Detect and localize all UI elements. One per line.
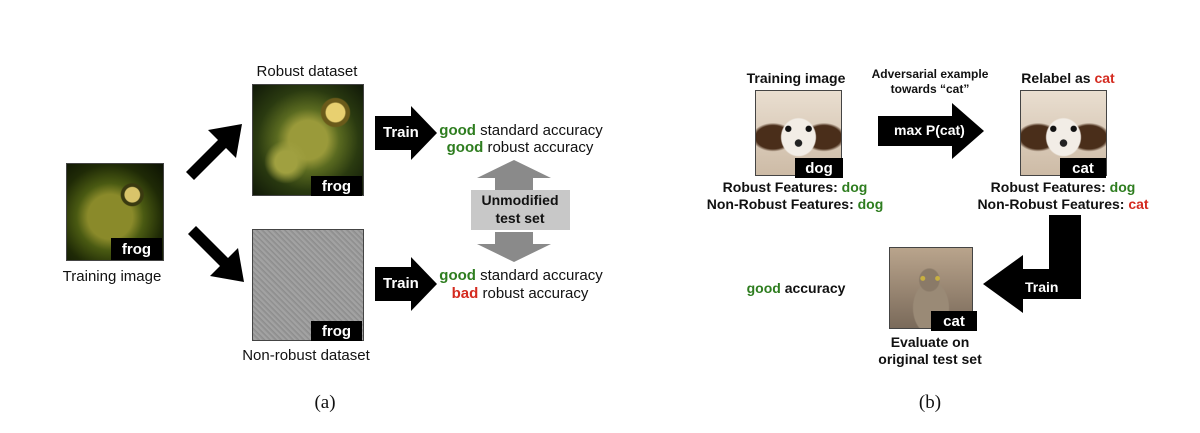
nonrobust-result-robust-text: robust accuracy bbox=[478, 285, 589, 302]
test-set-box bbox=[471, 190, 570, 230]
train-arrow-top-label: Train bbox=[383, 124, 419, 141]
panel-a-caption: (a) bbox=[314, 392, 336, 413]
b-result-accuracy-quality: good bbox=[746, 280, 781, 296]
training-frog-tag: frog bbox=[111, 238, 162, 260]
panel-b-caption: (b) bbox=[918, 392, 942, 413]
nonrobust-dataset-label: Non-robust dataset bbox=[242, 347, 370, 364]
b-left-nonrobust-features-value: dog bbox=[857, 196, 884, 212]
b-left-robust-features-label: Robust Features: bbox=[722, 179, 842, 195]
relabel-label-prefix: Relabel as bbox=[1021, 70, 1095, 86]
b-result-accuracy-text: accuracy bbox=[780, 280, 846, 296]
b-left-nonrobust-features: Non-Robust Features: dog bbox=[707, 196, 884, 212]
robust-frog-tag: frog bbox=[311, 176, 362, 196]
nonrobust-result-robust-quality: bad bbox=[451, 285, 479, 302]
robust-result-robust-text: robust accuracy bbox=[483, 139, 594, 156]
evaluate-label-line1: Evaluate on bbox=[890, 334, 970, 350]
b-right-nonrobust-features-value: cat bbox=[1128, 196, 1149, 212]
b-left-robust-features: Robust Features: dog bbox=[723, 179, 868, 195]
evaluate-label-line2: original test set bbox=[878, 351, 982, 367]
b-right-nonrobust-features-label: Non-Robust Features: bbox=[977, 196, 1129, 212]
b-left-robust-features-value: dog bbox=[841, 179, 868, 195]
nonrobust-frog-tag: frog bbox=[311, 321, 362, 341]
test-cat-tag: cat bbox=[931, 311, 977, 331]
adversarial-arrow bbox=[878, 103, 984, 159]
b-right-robust-features: Robust Features: dog bbox=[991, 179, 1136, 195]
adversarial-arrow-label: max P(cat) bbox=[894, 122, 965, 138]
test-set-down-arrow bbox=[477, 232, 551, 262]
nonrobust-result-standard-text: standard accuracy bbox=[475, 267, 603, 284]
adversarial-label-line1: Adversarial example bbox=[871, 67, 989, 81]
relabel-label: Relabel as cat bbox=[1021, 70, 1114, 86]
arrow-to-robust-dataset bbox=[186, 124, 242, 180]
nonrobust-result-standard: good standard accuracy bbox=[439, 267, 602, 284]
robust-result-standard: good standard accuracy bbox=[439, 122, 602, 139]
b-right-robust-features-value: dog bbox=[1109, 179, 1136, 195]
test-set-up-arrow bbox=[477, 160, 551, 190]
train-arrow-top bbox=[375, 106, 437, 160]
nonrobust-result-standard-quality: good bbox=[439, 267, 476, 284]
arrow-to-nonrobust-dataset bbox=[188, 226, 244, 282]
robust-result-robust: good robust accuracy bbox=[447, 139, 594, 156]
test-set-label-line2: test set bbox=[495, 210, 545, 226]
robust-dataset-label: Robust dataset bbox=[256, 63, 358, 80]
b-result-accuracy: good accuracy bbox=[747, 280, 846, 296]
b-training-image-label: Training image bbox=[746, 70, 846, 86]
robust-result-robust-quality: good bbox=[446, 139, 484, 156]
nonrobust-result-robust: bad robust accuracy bbox=[452, 285, 589, 302]
relabel-label-class: cat bbox=[1094, 70, 1115, 86]
b-left-nonrobust-features-label: Non-Robust Features: bbox=[706, 196, 858, 212]
b-train-arrow bbox=[983, 215, 1081, 313]
adversarial-label-line2: towards “cat” bbox=[890, 82, 970, 96]
training-dog-tag: dog bbox=[795, 158, 843, 178]
b-train-arrow-label: Train bbox=[1025, 279, 1059, 295]
b-right-nonrobust-features: Non-Robust Features: cat bbox=[977, 196, 1148, 212]
test-set-label-line1: Unmodified bbox=[481, 192, 559, 208]
b-right-robust-features-label: Robust Features: bbox=[990, 179, 1110, 195]
adversarial-cat-tag: cat bbox=[1060, 158, 1106, 178]
robust-result-standard-quality: good bbox=[439, 122, 476, 139]
train-arrow-bottom bbox=[375, 257, 437, 311]
training-image-label: Training image bbox=[62, 268, 162, 285]
train-arrow-bottom-label: Train bbox=[383, 275, 419, 292]
robust-result-standard-text: standard accuracy bbox=[475, 122, 603, 139]
